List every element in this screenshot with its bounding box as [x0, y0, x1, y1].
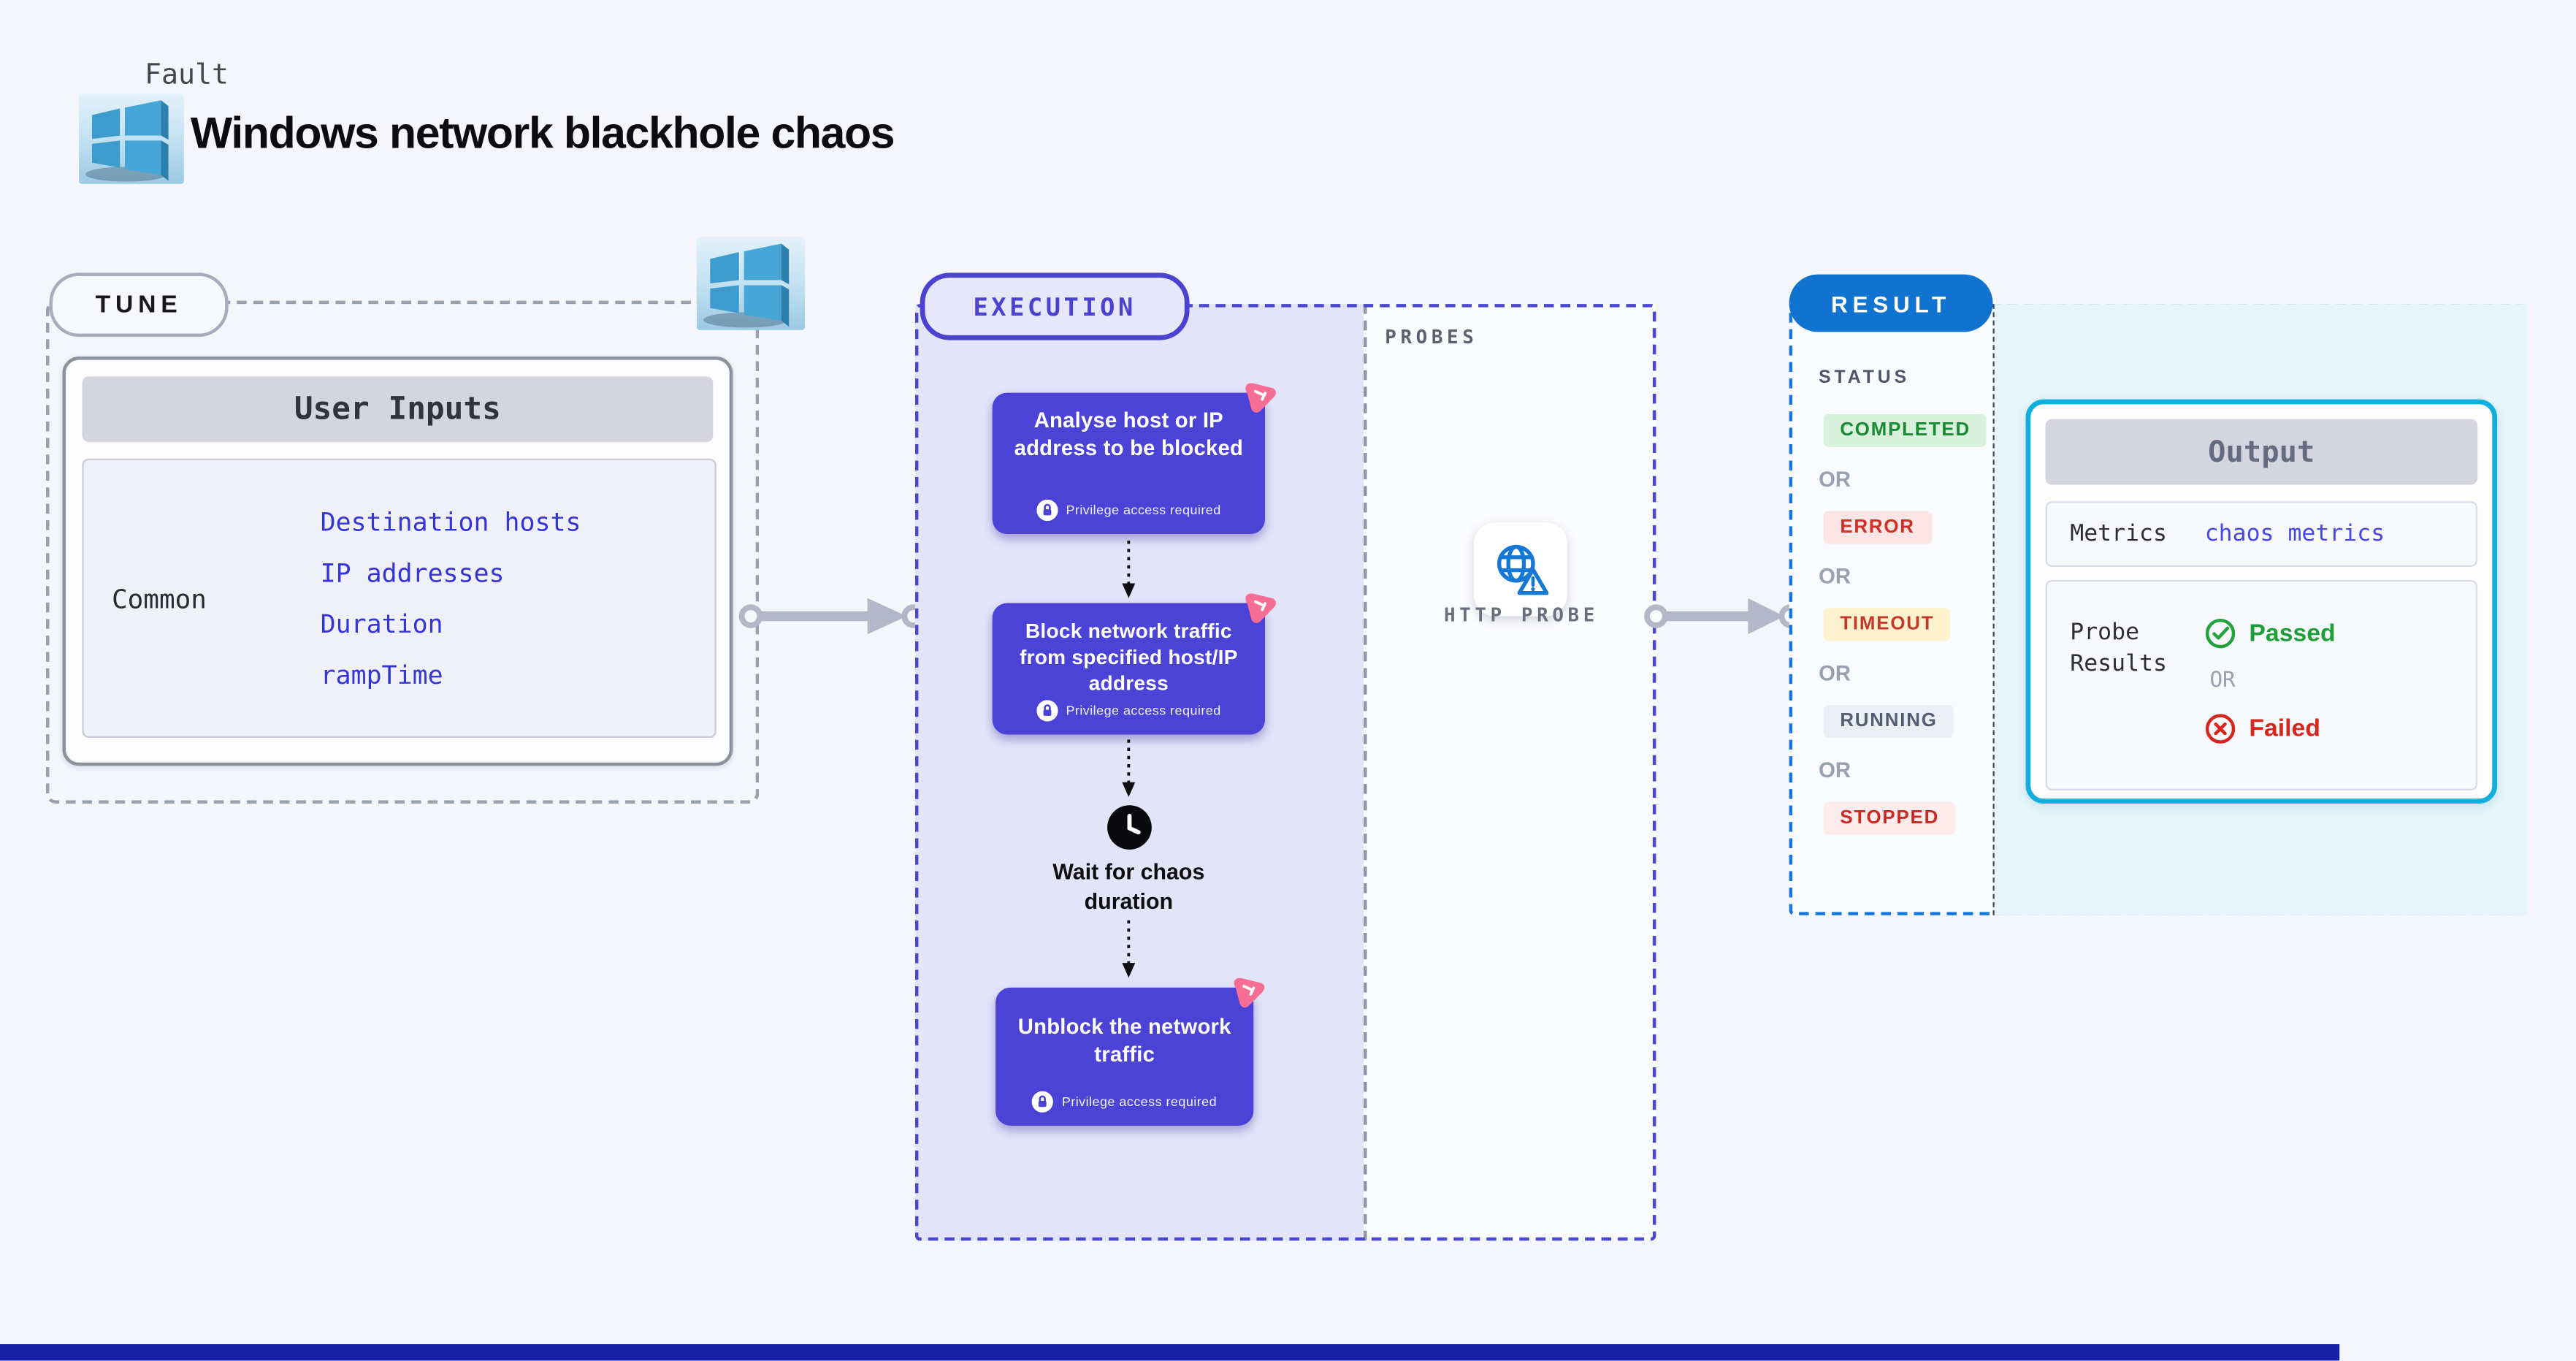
lock-icon [1036, 700, 1058, 722]
chaos-badge-icon [1245, 593, 1276, 623]
flow-arrow-1 [1122, 541, 1136, 598]
probe-results-row: Probe Results Passed OR Failed [2045, 580, 2478, 790]
x-circle-icon [2205, 714, 2236, 744]
probes-label: PROBES [1385, 325, 1478, 348]
user-inputs-header: User Inputs [82, 376, 714, 443]
probe-results-label: Probe Results [2070, 619, 2167, 677]
link-ramptime[interactable]: rampTime [320, 660, 443, 690]
or-separator: OR [2209, 668, 2236, 694]
status-heading: STATUS [1819, 367, 1911, 388]
failed-text: Failed [2249, 714, 2320, 743]
link-duration[interactable]: Duration [320, 609, 443, 638]
link-ip-addresses[interactable]: IP addresses [320, 557, 505, 588]
status-badge-error: ERROR [1823, 511, 1932, 544]
privilege-note: Privilege access required [1066, 703, 1221, 718]
step-wait: Wait for chaos duration [1030, 804, 1227, 918]
connector-probes-to-result [1644, 598, 1803, 635]
wait-title: Wait for chaos duration [1052, 859, 1205, 915]
chaos-metrics-link[interactable]: chaos metrics [2204, 521, 2385, 548]
row-label-common: Common [111, 582, 207, 614]
status-column: STATUS COMPLETED OR ERROR OR TIMEOUT OR … [1819, 368, 1987, 835]
probes-area [1364, 304, 1656, 1241]
flow-arrow-2 [1122, 739, 1136, 797]
windows-logo-icon-tune [696, 237, 806, 330]
outcome-passed: Passed [2205, 618, 2336, 649]
privilege-row: Privilege access required [1036, 499, 1221, 522]
execution-pill: EXECUTION [920, 272, 1190, 340]
step-title: Unblock the network traffic [1017, 1013, 1231, 1067]
lock-icon [1032, 1091, 1054, 1113]
user-inputs-body: Common Destination hosts IP addresses Du… [82, 458, 716, 738]
privilege-note: Privilege access required [1066, 503, 1221, 518]
tune-pill: TUNE [49, 272, 229, 338]
flow-arrow-3 [1122, 920, 1136, 978]
lock-icon [1036, 499, 1058, 522]
globe-warning-icon [1496, 544, 1548, 595]
bottom-bar [0, 1344, 2340, 1361]
status-badge-completed: COMPLETED [1823, 413, 1987, 447]
step-analyse-host: Analyse host or IP address to be blocked… [992, 383, 1276, 535]
fault-eyebrow: Fault [144, 58, 229, 92]
chaos-badge-icon [1234, 977, 1265, 1008]
input-links: Destination hosts IP addresses Duration … [321, 507, 581, 690]
http-probe-card [1473, 522, 1567, 617]
chaos-badge-icon [1245, 383, 1276, 413]
tune-section [45, 300, 760, 804]
privilege-row: Privilege access required [1032, 1091, 1217, 1113]
output-header: Output [2045, 419, 2478, 485]
connector-tune-to-execution [738, 598, 925, 635]
or-separator: OR [1819, 757, 1851, 782]
user-inputs-table: User Inputs Common Destination hosts IP … [62, 357, 733, 766]
result-pill: RESULT [1789, 274, 1993, 332]
step-unblock-traffic: Unblock the network traffic Privilege ac… [995, 977, 1265, 1126]
windows-logo-icon [78, 94, 184, 184]
step-title: Analyse host or IP address to be blocked [1014, 407, 1244, 460]
step-block-traffic: Block network traffic from specified hos… [992, 593, 1276, 735]
metrics-row: Metrics chaos metrics [2045, 501, 2478, 568]
outcome-failed: Failed [2205, 713, 2336, 744]
page-title: Windows network blackhole chaos [190, 108, 895, 158]
step-title: Block network traffic from specified hos… [1019, 619, 1238, 695]
status-badge-running: RUNNING [1823, 704, 1954, 738]
metrics-label: Metrics [2070, 520, 2167, 547]
or-separator: OR [1819, 466, 1851, 492]
status-badge-stopped: STOPPED [1823, 801, 1956, 835]
link-destination-hosts[interactable]: Destination hosts [320, 506, 581, 537]
privilege-row: Privilege access required [1036, 700, 1221, 722]
probe-outcomes: Passed OR Failed [2205, 618, 2336, 744]
execution-section-border [914, 304, 1656, 1241]
output-box: Output Metrics chaos metrics Probe Resul… [2025, 399, 2498, 804]
passed-text: Passed [2249, 619, 2336, 648]
or-separator: OR [1819, 563, 1851, 589]
http-probe-label: HTTP PROBE [1443, 603, 1599, 627]
or-separator: OR [1819, 660, 1851, 685]
clock-icon [1106, 805, 1151, 850]
privilege-note: Privilege access required [1061, 1094, 1218, 1110]
check-circle-icon [2205, 618, 2236, 649]
status-badge-timeout: TIMEOUT [1823, 608, 1951, 641]
